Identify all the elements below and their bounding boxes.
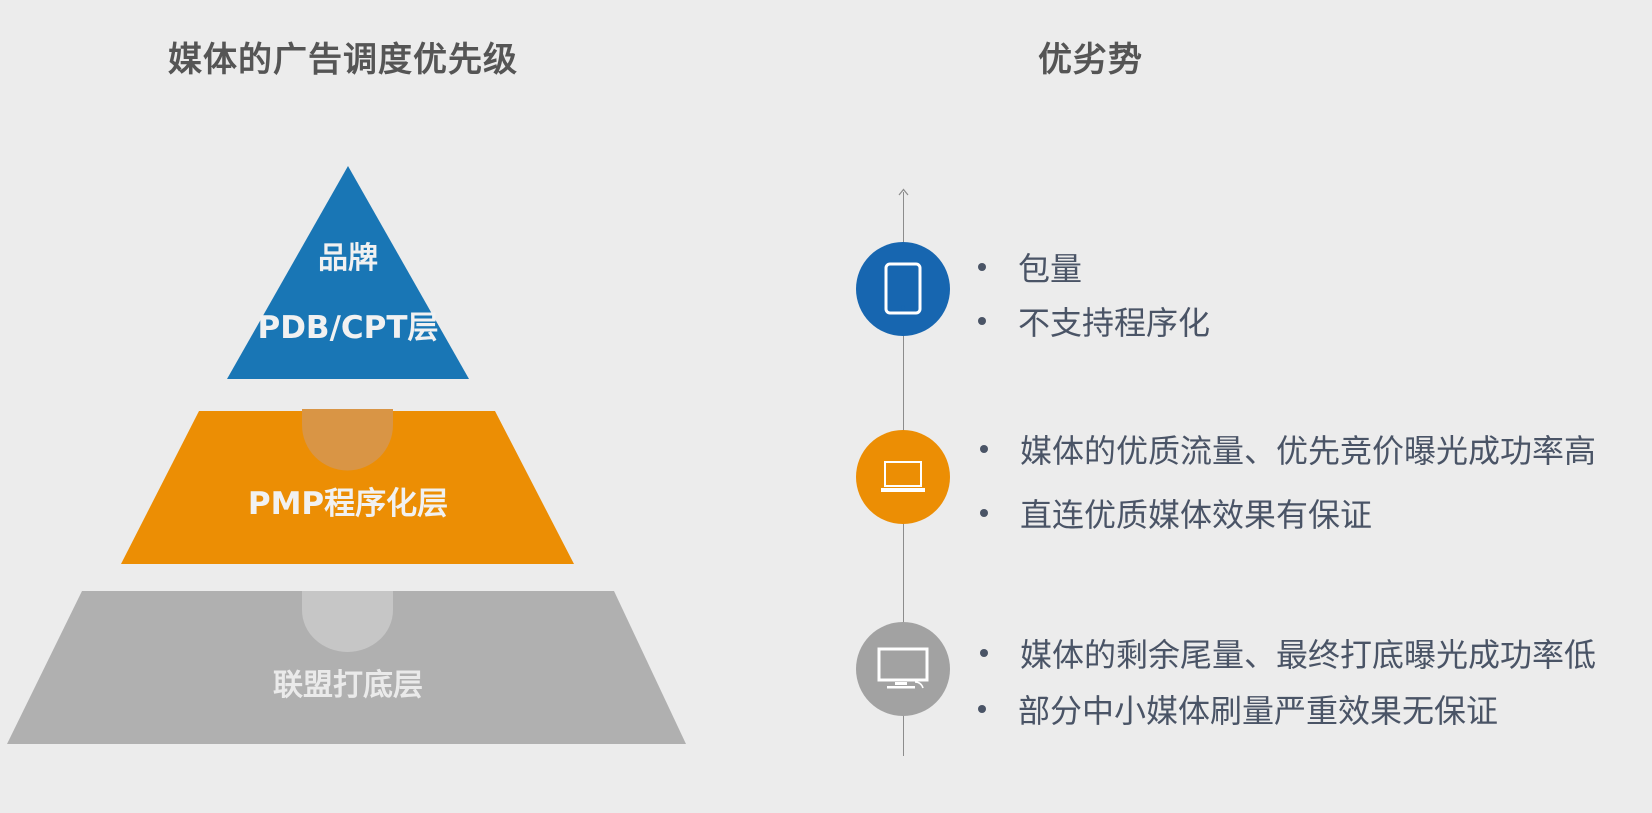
bullet-dot [980, 509, 988, 517]
bullet-text: 媒体的剩余尾量、最终打底曝光成功率低 [1020, 636, 1597, 674]
bullet-text: 部分中小媒体刷量严重效果无保证 [1018, 692, 1499, 730]
priority-pyramid [7, 166, 686, 744]
layer-network-shape [7, 591, 686, 744]
tablet-icon [884, 262, 922, 315]
layer-pmp-label: PMP程序化层 [247, 486, 449, 522]
bullet-text: 不支持程序化 [1018, 304, 1211, 342]
bullet-dot [978, 263, 986, 271]
layer-pmp-shape [121, 411, 574, 564]
laptop-icon [881, 461, 925, 492]
bullet-dot [978, 317, 986, 325]
bullet-item: 部分中小媒体刷量严重效果无保证 [978, 686, 1498, 732]
bullet-text: 媒体的优质流量、优先竞价曝光成功率高 [1020, 432, 1597, 470]
layer-network-tab [302, 591, 393, 652]
bullet-dot [980, 649, 988, 657]
bullet-text: 直连优质媒体效果有保证 [1020, 496, 1373, 534]
arrow-up-icon [898, 188, 909, 196]
bullet-dot [978, 705, 986, 713]
layer-brand-label: 品牌 [318, 241, 378, 276]
bullet-text: 包量 [1018, 250, 1083, 288]
bullet-item: 不支持程序化 [978, 298, 1210, 344]
laptop-node [856, 430, 950, 524]
bullet-item: 包量 [978, 244, 1082, 290]
layer-network-label: 联盟打底层 [273, 668, 423, 703]
layer-brand-sublabel: PDB/CPT层 [257, 310, 439, 346]
pyramid-title: 媒体的广告调度优先级 [168, 40, 518, 80]
layer-pmp-tab [302, 409, 393, 471]
monitor-node [856, 622, 950, 716]
layer-brand-shape [227, 166, 469, 379]
tablet-node [856, 242, 950, 336]
monitor-icon [877, 647, 929, 689]
bullet-item: 直连优质媒体效果有保证 [980, 490, 1372, 536]
bullet-dot [980, 445, 988, 453]
bullet-item: 媒体的剩余尾量、最终打底曝光成功率低 [980, 630, 1596, 676]
bullet-item: 媒体的优质流量、优先竞价曝光成功率高 [980, 426, 1596, 472]
pros-cons-title: 优劣势 [1038, 40, 1143, 80]
